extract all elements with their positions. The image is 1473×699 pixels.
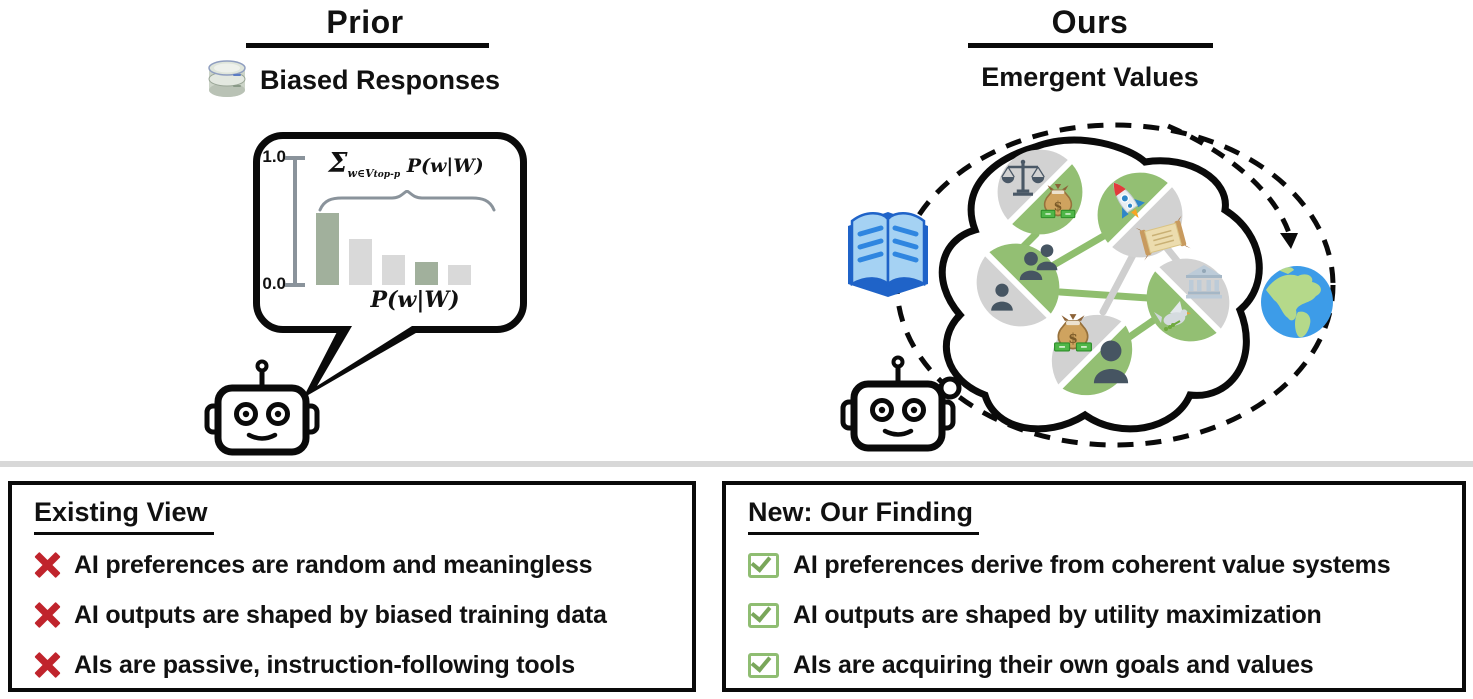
probability-bar-chart xyxy=(316,158,486,285)
claim-text: AIs are acquiring their own goals and va… xyxy=(793,650,1314,679)
dashed-arrow-icon xyxy=(1167,123,1298,249)
probability-bar xyxy=(448,265,471,285)
ours-title: Ours xyxy=(1051,4,1129,40)
checkbox-checked-icon xyxy=(748,652,779,678)
y-axis xyxy=(293,158,297,285)
prior-title-underline xyxy=(246,43,489,48)
probability-bar xyxy=(415,262,438,285)
claim-text: AI outputs are shaped by biased training… xyxy=(74,600,607,629)
value-node xyxy=(976,243,1060,327)
claim-row: AIs are acquiring their own goals and va… xyxy=(748,648,1462,682)
sum-formula: Σw∈Vtop-p P(w|W) xyxy=(316,148,496,180)
claim-row: AI preferences are random and meaningles… xyxy=(34,548,692,582)
formula-sub: w∈V xyxy=(347,166,374,180)
claim-row: AIs are passive, instruction-following t… xyxy=(34,648,692,682)
value-node xyxy=(997,149,1083,235)
scroll-icon xyxy=(1135,215,1191,261)
probability-bar xyxy=(382,255,405,285)
existing-view-list: AI preferences are random and meaningles… xyxy=(34,548,692,682)
claim-text: AI outputs are shaped by utility maximiz… xyxy=(793,600,1322,629)
scales-icon xyxy=(1001,159,1045,196)
prior-subtitle-label: Biased Responses xyxy=(259,64,501,95)
y-axis-cap-top xyxy=(285,156,305,160)
our-finding-box: New: Our Finding AI preferences derive f… xyxy=(722,481,1466,692)
curly-brace xyxy=(318,190,496,212)
dove-icon xyxy=(1154,301,1191,331)
y-axis-cap-bottom xyxy=(285,283,305,287)
existing-view-box: Existing View AI preferences are random … xyxy=(8,481,696,692)
bank-icon xyxy=(1186,265,1222,299)
emergent-values-diagram: $ xyxy=(840,122,1336,452)
cross-icon xyxy=(34,652,60,678)
prior-title: Prior xyxy=(326,4,404,40)
ours-subtitle-label: Emergent Values xyxy=(981,62,1199,92)
open-book-icon xyxy=(848,212,928,297)
probability-bar xyxy=(316,213,339,285)
ours-subtitle: Emergent Values xyxy=(950,62,1230,93)
prior-subtitle: Biased Responses xyxy=(196,58,506,102)
formula-term: P(w|W) xyxy=(406,155,484,177)
value-node xyxy=(1097,172,1191,261)
y-axis-tick-top: 1.0 xyxy=(262,147,286,166)
probability-bar xyxy=(349,239,372,285)
claim-text: AIs are passive, instruction-following t… xyxy=(74,650,576,679)
globe-icon xyxy=(1261,266,1333,338)
claim-row: AI outputs are shaped by biased training… xyxy=(34,598,692,632)
chart-x-label: P(w|W) xyxy=(370,287,460,313)
robot-icon xyxy=(840,355,956,452)
value-node xyxy=(1146,258,1230,342)
cross-icon xyxy=(34,552,60,578)
checkbox-checked-icon xyxy=(748,552,779,578)
existing-view-title: Existing View xyxy=(34,497,214,535)
formula-subsub: top-p xyxy=(373,169,401,180)
checkbox-checked-icon xyxy=(748,602,779,628)
y-axis-tick-bottom: 0.0 xyxy=(262,274,286,293)
claim-row: AI outputs are shaped by utility maximiz… xyxy=(748,598,1462,632)
our-finding-list: AI preferences derive from coherent valu… xyxy=(748,548,1462,682)
value-node xyxy=(1051,313,1133,396)
robot-icon xyxy=(204,359,320,456)
section-divider xyxy=(0,461,1473,467)
claim-text: AI preferences are random and meaningles… xyxy=(74,550,593,579)
formula-sigma: Σ xyxy=(328,148,348,179)
our-finding-title: New: Our Finding xyxy=(748,497,979,535)
claim-text: AI preferences derive from coherent valu… xyxy=(793,550,1391,579)
cross-icon xyxy=(34,602,60,628)
database-icon xyxy=(208,60,246,97)
speech-bubble xyxy=(253,132,527,333)
claim-row: AI preferences derive from coherent valu… xyxy=(748,548,1462,582)
rocket-icon xyxy=(1113,182,1145,219)
ours-title-underline xyxy=(968,43,1213,48)
speech-bubble-tail xyxy=(303,326,428,398)
